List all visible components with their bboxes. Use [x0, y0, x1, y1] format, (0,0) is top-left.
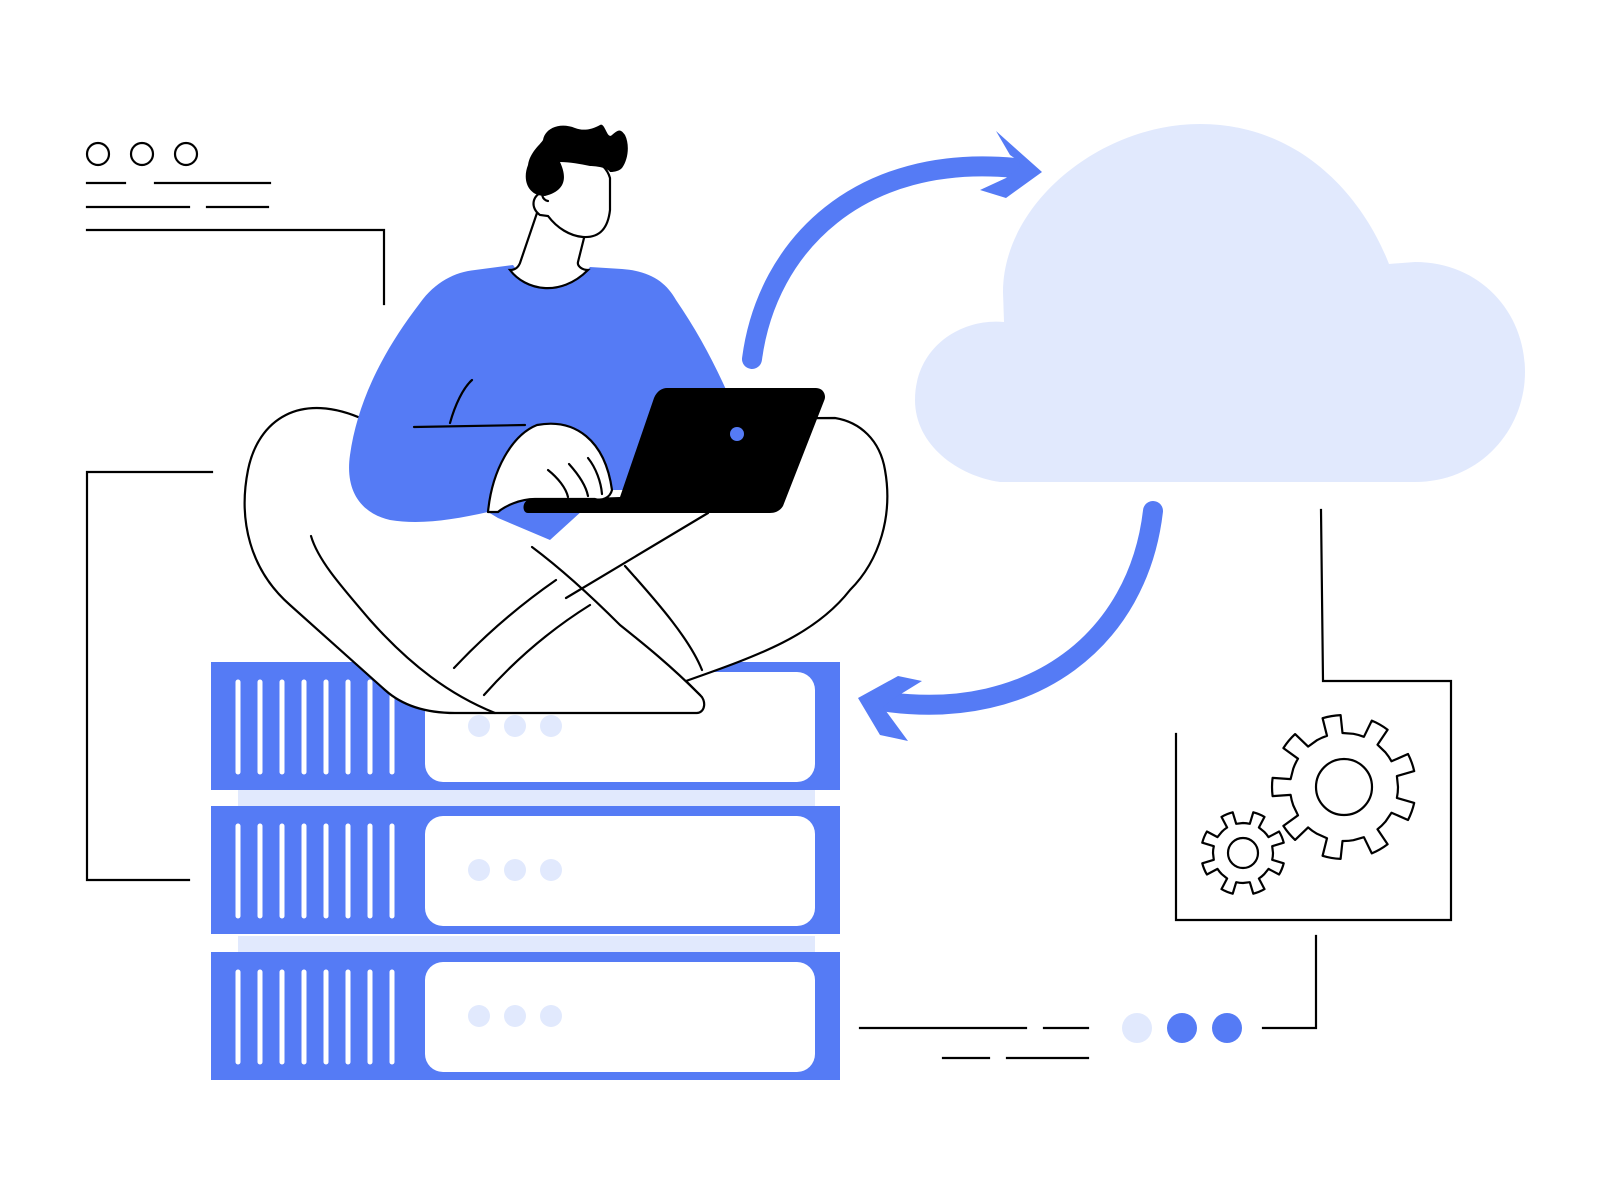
server-led	[468, 1005, 490, 1027]
status-lines	[858, 1026, 1090, 1060]
gear-icon	[1270, 714, 1416, 860]
server-led	[468, 859, 490, 881]
window-dot-1	[85, 141, 111, 167]
progress-dot	[1212, 1013, 1242, 1043]
window-dot-2	[129, 141, 155, 167]
laptop-logo-icon	[730, 427, 744, 441]
sync-arrow-icon	[742, 131, 1163, 741]
server-led	[468, 715, 490, 737]
person-arm	[486, 422, 614, 514]
server-led	[504, 715, 526, 737]
server-led	[504, 1005, 526, 1027]
loading-dots-icon	[1122, 1013, 1242, 1043]
server-led	[540, 859, 562, 881]
server-rack-icon	[211, 662, 840, 1080]
window-dot-3	[173, 141, 199, 167]
server-unit	[211, 790, 840, 934]
left-connector-line	[85, 470, 214, 882]
bottom-connector-line	[1261, 934, 1318, 1030]
laptop-icon	[523, 388, 826, 513]
server-led	[540, 1005, 562, 1027]
cloud-icon	[915, 124, 1525, 482]
progress-dot	[1167, 1013, 1197, 1043]
server-panel	[425, 962, 815, 1072]
progress-dot	[1122, 1013, 1152, 1043]
gears-panel	[1201, 714, 1416, 895]
gear-icon	[1201, 811, 1285, 895]
server-led	[504, 859, 526, 881]
server-unit	[211, 936, 840, 1080]
window-widget	[85, 141, 386, 306]
person-figure	[243, 124, 889, 715]
person-hair	[525, 124, 628, 196]
server-led	[540, 715, 562, 737]
server-panel	[425, 816, 815, 926]
right-connector-line	[1174, 508, 1453, 922]
